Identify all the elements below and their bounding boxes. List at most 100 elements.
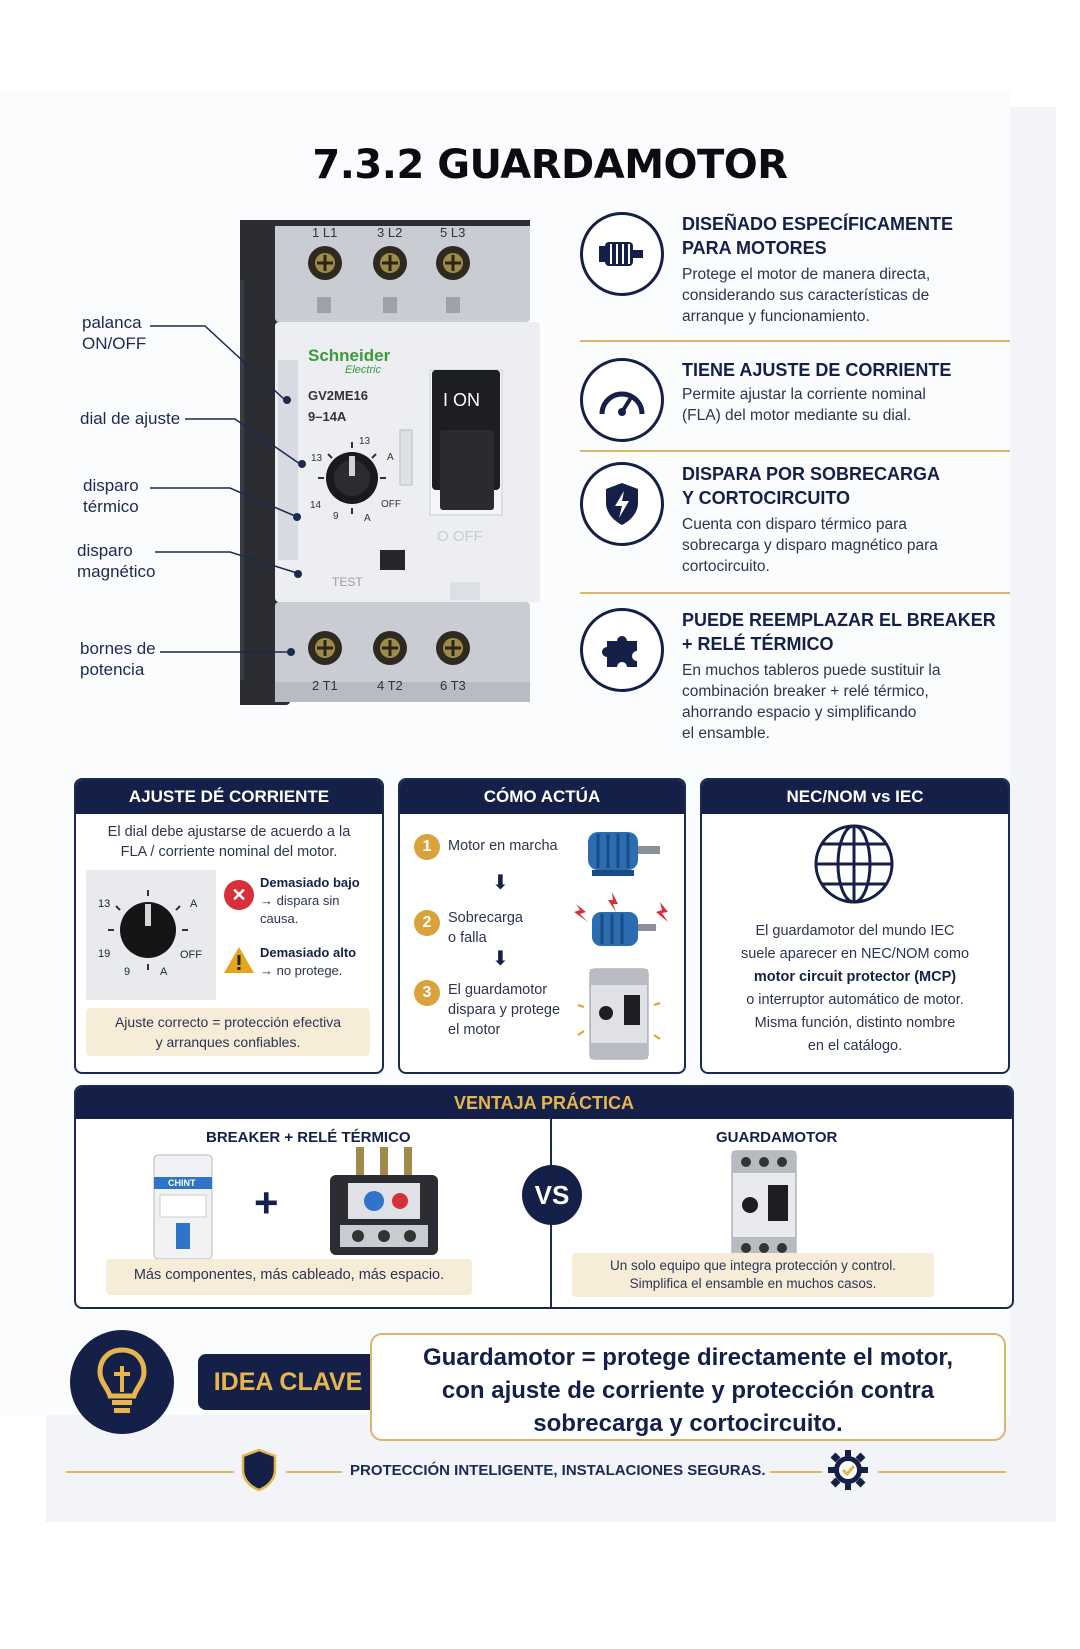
footer-line-right xyxy=(878,1471,1006,1473)
panel-como: CÓMO ACTÚA 1 Motor en marcha ⬇ 2 Sobreca… xyxy=(398,778,686,1074)
panel-ajuste: AJUSTE DÉ CORRIENTE El dial debe ajustar… xyxy=(74,778,384,1074)
warning-icon xyxy=(224,947,254,973)
breaker-brand: CHINT xyxy=(168,1178,196,1188)
ajuste-high: Demasiado alto → no protege. xyxy=(260,945,357,978)
idea-clave-label: IDEA CLAVE xyxy=(198,1354,378,1410)
panel-como-head: CÓMO ACTÚA xyxy=(400,780,684,814)
feature-title: TIENE AJUSTE DE CORRIENTE xyxy=(682,360,952,380)
motor-icon xyxy=(580,212,664,296)
left-note-bg xyxy=(106,1259,472,1295)
dial-label-14: 14 xyxy=(310,500,322,511)
ajuste-dial-a1: A xyxy=(190,898,198,910)
step-number-1: 1 xyxy=(414,834,440,860)
dial-label-a1: A xyxy=(387,452,394,463)
left-note: Más componentes, más cableado, más espac… xyxy=(133,1267,445,1283)
step-number-2: 2 xyxy=(414,910,440,936)
shield-bolt-icon xyxy=(580,462,664,546)
feature-reemplazo: PUEDE REEMPLAZAR EL BREAKER+ RELÉ TÉRMIC… xyxy=(580,608,1020,742)
terminal-label-bottom-3: 6 T3 xyxy=(440,678,466,693)
panel-nec: NEC/NOM vs IEC El guardamotor del mundo … xyxy=(700,778,1010,1074)
page-title: 7.3.2 GUARDAMOTOR xyxy=(312,142,788,188)
vs-badge: VS xyxy=(522,1165,582,1225)
lightbulb-icon xyxy=(97,1347,147,1413)
off-label: O OFF xyxy=(437,528,483,545)
feature-corriente: TIENE AJUSTE DE CORRIENTE Permite ajusta… xyxy=(580,358,1020,443)
breaker-icon xyxy=(153,1154,213,1260)
motor-icon xyxy=(588,832,660,876)
shield-icon xyxy=(241,1448,277,1492)
footer-line-left xyxy=(66,1471,234,1473)
terminal-label-top-1: 1 L1 xyxy=(312,225,338,240)
idea-badge xyxy=(70,1330,174,1434)
right-title: GUARDAMOTOR xyxy=(716,1129,838,1146)
footer-line-mid xyxy=(286,1471,342,1473)
idea-clave-text: Guardamotor = protege directamente el mo… xyxy=(370,1333,1006,1441)
tripped-guardamotor-icon xyxy=(577,968,661,1060)
right-note-bg xyxy=(572,1253,934,1297)
ajuste-note xyxy=(86,1008,370,1056)
brand-logo: Schneider xyxy=(308,346,391,365)
callout-dial: dial de ajuste xyxy=(80,409,181,428)
dial-label-off: OFF xyxy=(381,499,401,510)
guardamotor-icon xyxy=(731,1150,797,1260)
divider xyxy=(580,450,1010,452)
ajuste-dial-19: 19 xyxy=(98,948,111,960)
dial-label-a2: A xyxy=(364,513,371,524)
divider xyxy=(580,592,1010,594)
arrow-down-icon: ⬇ xyxy=(492,948,509,970)
arrow-down-icon: ⬇ xyxy=(492,872,509,894)
model-label: GV2ME16 xyxy=(308,388,368,403)
ventaja-head: VENTAJA PRÁCTICA xyxy=(76,1087,1012,1119)
footer-line-mid2 xyxy=(770,1471,822,1473)
puzzle-icon xyxy=(580,608,664,692)
gauge-icon xyxy=(580,358,664,442)
plus-sign: + xyxy=(254,1179,279,1226)
panel-ventaja: VENTAJA PRÁCTICA BREAKER + RELÉ TÉRMICO … xyxy=(74,1085,1014,1309)
range-label: 9–14A xyxy=(308,409,347,424)
on-label: I ON xyxy=(443,390,481,410)
ajuste-dial-13: 13 xyxy=(98,898,111,910)
dial-label-9: 9 xyxy=(333,511,339,522)
terminal-label-bottom-2: 4 T2 xyxy=(377,678,403,693)
ajuste-dial-9: 9 xyxy=(124,966,131,978)
feature-title: PUEDE REEMPLAZAR EL BREAKER+ RELÉ TÉRMIC… xyxy=(682,610,996,654)
right-note: Un solo equipo que integra protección y … xyxy=(610,1258,896,1291)
feature-desc: Permite ajustar la corriente nominal(FLA… xyxy=(682,386,926,424)
panel-ajuste-head: AJUSTE DÉ CORRIENTE xyxy=(76,780,382,814)
divider xyxy=(580,340,1010,342)
callout-lines xyxy=(150,325,306,656)
dial-label-13a: 13 xyxy=(311,453,323,464)
thermal-relay-icon xyxy=(330,1147,438,1255)
ajuste-dial-image xyxy=(86,870,216,1000)
panel-nec-head: NEC/NOM vs IEC xyxy=(702,780,1008,814)
brand-sub: Electric xyxy=(345,364,382,376)
step-text-1: Motor en marcha xyxy=(448,838,558,854)
ajuste-dial-off: OFF xyxy=(180,949,202,961)
left-title: BREAKER + RELÉ TÉRMICO xyxy=(206,1129,411,1146)
terminal-label-top-3: 5 L3 xyxy=(440,225,466,240)
step-number-3: 3 xyxy=(414,980,440,1006)
dial-label-13b: 13 xyxy=(359,436,371,447)
error-icon: ✕ xyxy=(224,880,254,910)
test-label: TEST xyxy=(332,575,363,589)
terminal-label-top-2: 3 L2 xyxy=(377,225,403,240)
footer-slogan: PROTECCIÓN INTELIGENTE, INSTALACIONES SE… xyxy=(350,1462,766,1479)
gear-check-icon xyxy=(828,1450,868,1490)
feature-desc: Protege el motor de manera directa,consi… xyxy=(682,266,931,325)
